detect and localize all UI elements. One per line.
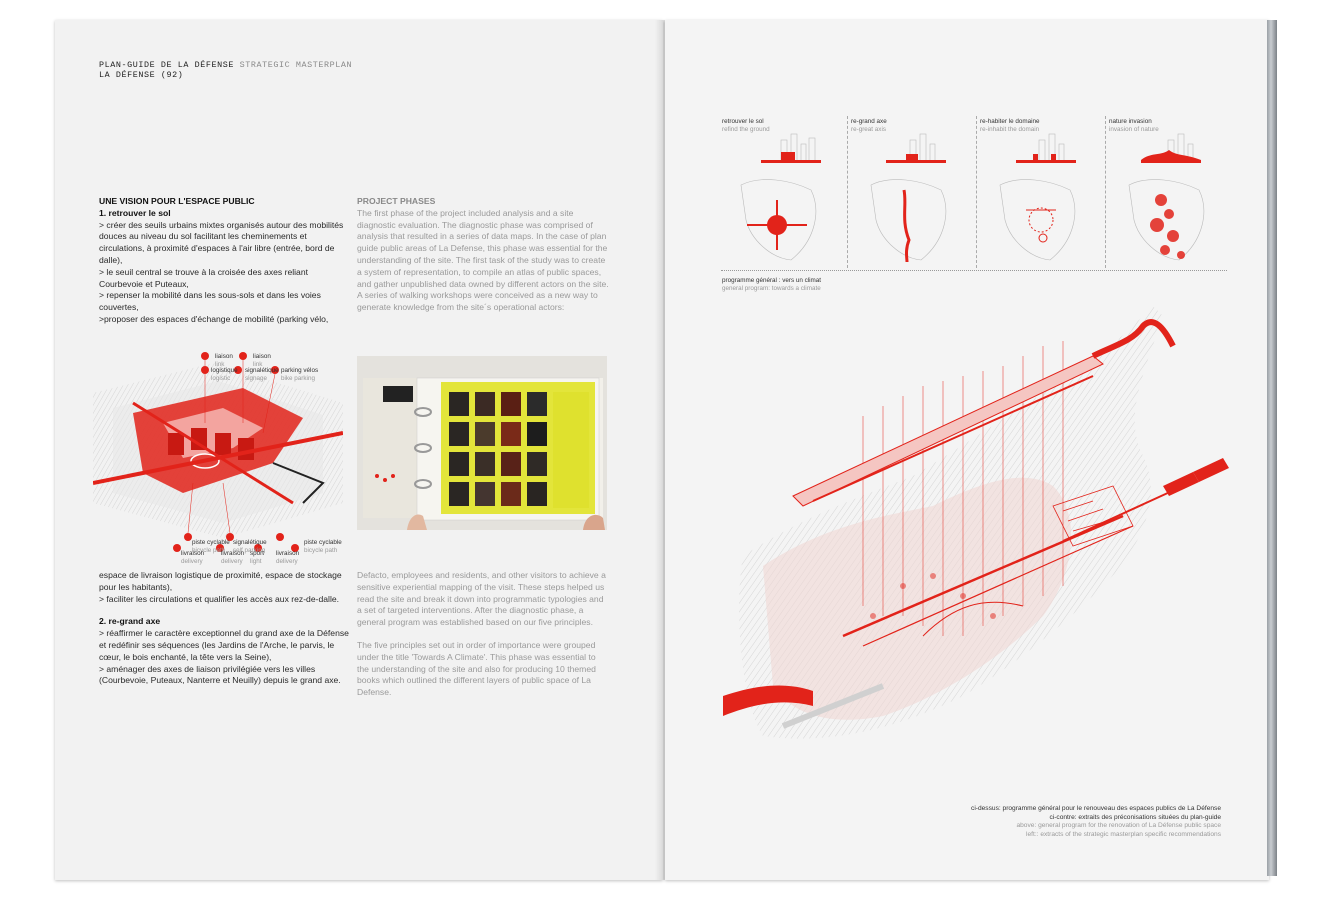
section1-item: > le seuil central se trouve à la croisé… xyxy=(99,266,308,289)
project-phases-heading: PROJECT PHASES xyxy=(357,196,436,206)
phase-paragraph-2: Defacto, employees and residents, and ot… xyxy=(357,570,606,628)
left-column-bottom: espace de livraison logistique de proxim… xyxy=(99,570,349,687)
isometric-diagram xyxy=(93,352,343,552)
caption-fr-1: ci-dessus: programme général pour le ren… xyxy=(971,805,1221,812)
left-page: PLAN-GUIDE DE LA DÉFENSE STRATEGIC MASTE… xyxy=(55,20,663,880)
continued-text: espace de livraison logistique de proxim… xyxy=(99,570,342,592)
section1-item: > créer des seuils urbains mixtes organi… xyxy=(99,219,344,265)
vision-heading: UNE VISION POUR L'ESPACE PUBLIC xyxy=(99,196,255,206)
panel-baseline xyxy=(721,270,1227,271)
right-column-bottom: Defacto, employees and residents, and ot… xyxy=(357,570,609,699)
caption-fr-2: ci-contre: extraits des préconisations s… xyxy=(1049,813,1221,821)
section1-item: >proposer des espaces d'échange de mobil… xyxy=(99,313,329,324)
left-column-top: UNE VISION POUR L'ESPACE PUBLIC 1. retro… xyxy=(99,196,349,326)
binder-photo xyxy=(357,356,607,530)
section1-title: 1. retrouver le sol xyxy=(99,207,171,218)
phase-paragraph-3: The five principles set out in order of … xyxy=(357,639,596,698)
header-title: PLAN-GUIDE DE LA DÉFENSE xyxy=(99,60,235,70)
page-header: PLAN-GUIDE DE LA DÉFENSE STRATEGIC MASTE… xyxy=(99,60,352,80)
header-location: LA DÉFENSE (92) xyxy=(99,70,184,80)
continued-text-2: > faciliter les circulations et qualifie… xyxy=(99,593,340,604)
panel-divider xyxy=(976,116,977,268)
header-subtitle: STRATEGIC MASTERPLAN xyxy=(239,60,353,70)
figure-caption: ci-dessus: programme général pour le ren… xyxy=(971,805,1221,839)
principle-diagrams xyxy=(740,133,1205,263)
panel-divider xyxy=(1105,116,1106,268)
section1-item: > repenser la mobilité dans les sous-sol… xyxy=(99,290,321,313)
phase-paragraph-1: The first phase of the project included … xyxy=(357,207,609,313)
section2-item: > aménager des axes de liaison privilégi… xyxy=(99,663,341,686)
caption-en-2: left:: extracts of the strategic masterp… xyxy=(1026,830,1221,838)
right-column-top: PROJECT PHASES The first phase of the pr… xyxy=(357,196,609,314)
section2-item: > réaffirmer le caractère exceptionnel d… xyxy=(99,628,349,662)
general-program-plan xyxy=(723,306,1229,739)
caption-en-1: above: general program for the renovatio… xyxy=(1016,822,1221,829)
section2-title: 2. re-grand axe xyxy=(99,616,161,627)
magazine-spread: PLAN-GUIDE DE LA DÉFENSE STRATEGIC MASTE… xyxy=(55,20,1277,882)
panel-divider xyxy=(847,116,848,268)
page-edge xyxy=(1267,20,1277,876)
